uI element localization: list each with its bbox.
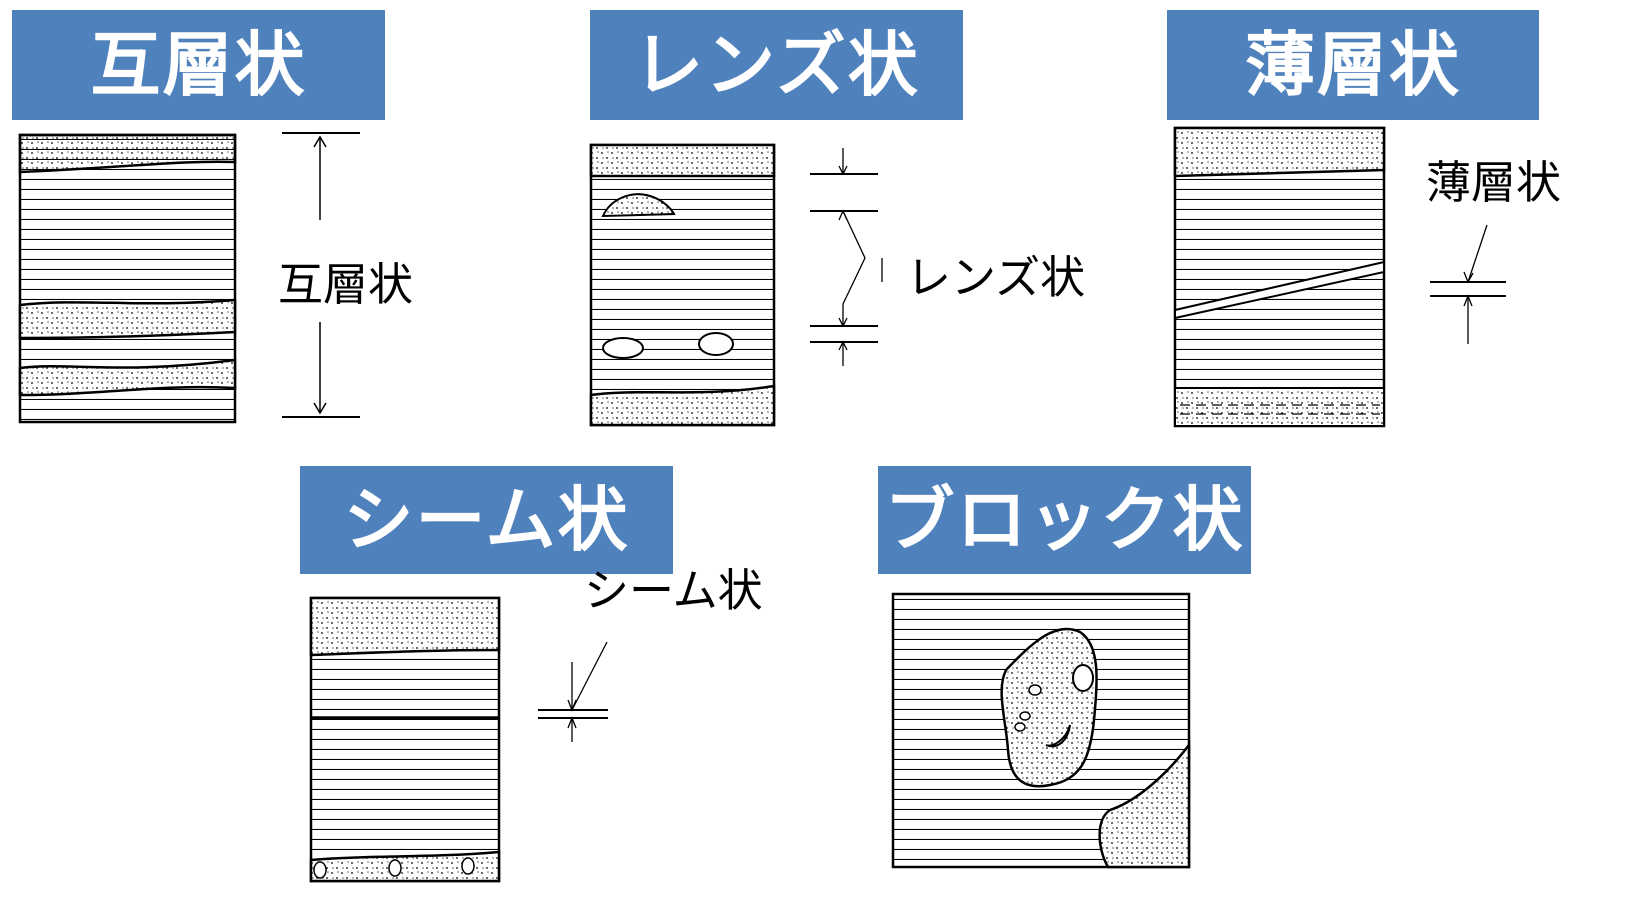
banner-title: レンズ状	[633, 24, 920, 106]
sand-layer	[309, 850, 501, 883]
banner-seam: シーム状	[300, 466, 673, 574]
sand-lens	[601, 193, 676, 218]
diagram-interbedded	[18, 132, 360, 424]
sand-lens	[698, 332, 734, 356]
banner-title: シーム状	[343, 479, 630, 561]
thin-layer	[1174, 260, 1385, 320]
sand-body	[1098, 741, 1191, 869]
banner-thin-layer: 薄層状	[1167, 10, 1539, 120]
banner-block: ブロック状	[878, 466, 1251, 574]
sand-layer	[589, 143, 776, 178]
diagram-seam	[309, 596, 608, 883]
annotation-seam: シーム状	[584, 564, 763, 617]
leader-line	[1467, 224, 1488, 283]
banner-lens: レンズ状	[590, 10, 963, 120]
banner-title: 互層状	[90, 24, 307, 106]
leader-line	[842, 210, 866, 326]
banner-title: 薄層状	[1245, 24, 1461, 106]
diagram-thin-layer	[1173, 126, 1506, 428]
rock-body	[589, 143, 776, 427]
sand-layer	[309, 596, 501, 657]
sand-layer	[18, 133, 237, 174]
sand-layer	[1173, 126, 1386, 178]
annotation-interbedded: 互層状	[278, 258, 414, 311]
sand-layer	[18, 298, 237, 340]
annotation-lens: レンズ状	[906, 251, 1086, 304]
rock-block	[1000, 627, 1098, 788]
sand-layer	[1176, 388, 1383, 425]
sand-lens	[602, 337, 644, 359]
diagram-block	[891, 592, 1191, 869]
sand-layer	[589, 384, 776, 427]
banner-title: ブロック状	[884, 479, 1245, 561]
leader-line	[571, 641, 608, 711]
annotation-thin-layer: 薄層状	[1426, 156, 1562, 209]
sand-layer	[18, 358, 237, 397]
diagram-lens	[589, 143, 883, 427]
banner-interbedded: 互層状	[12, 10, 385, 120]
